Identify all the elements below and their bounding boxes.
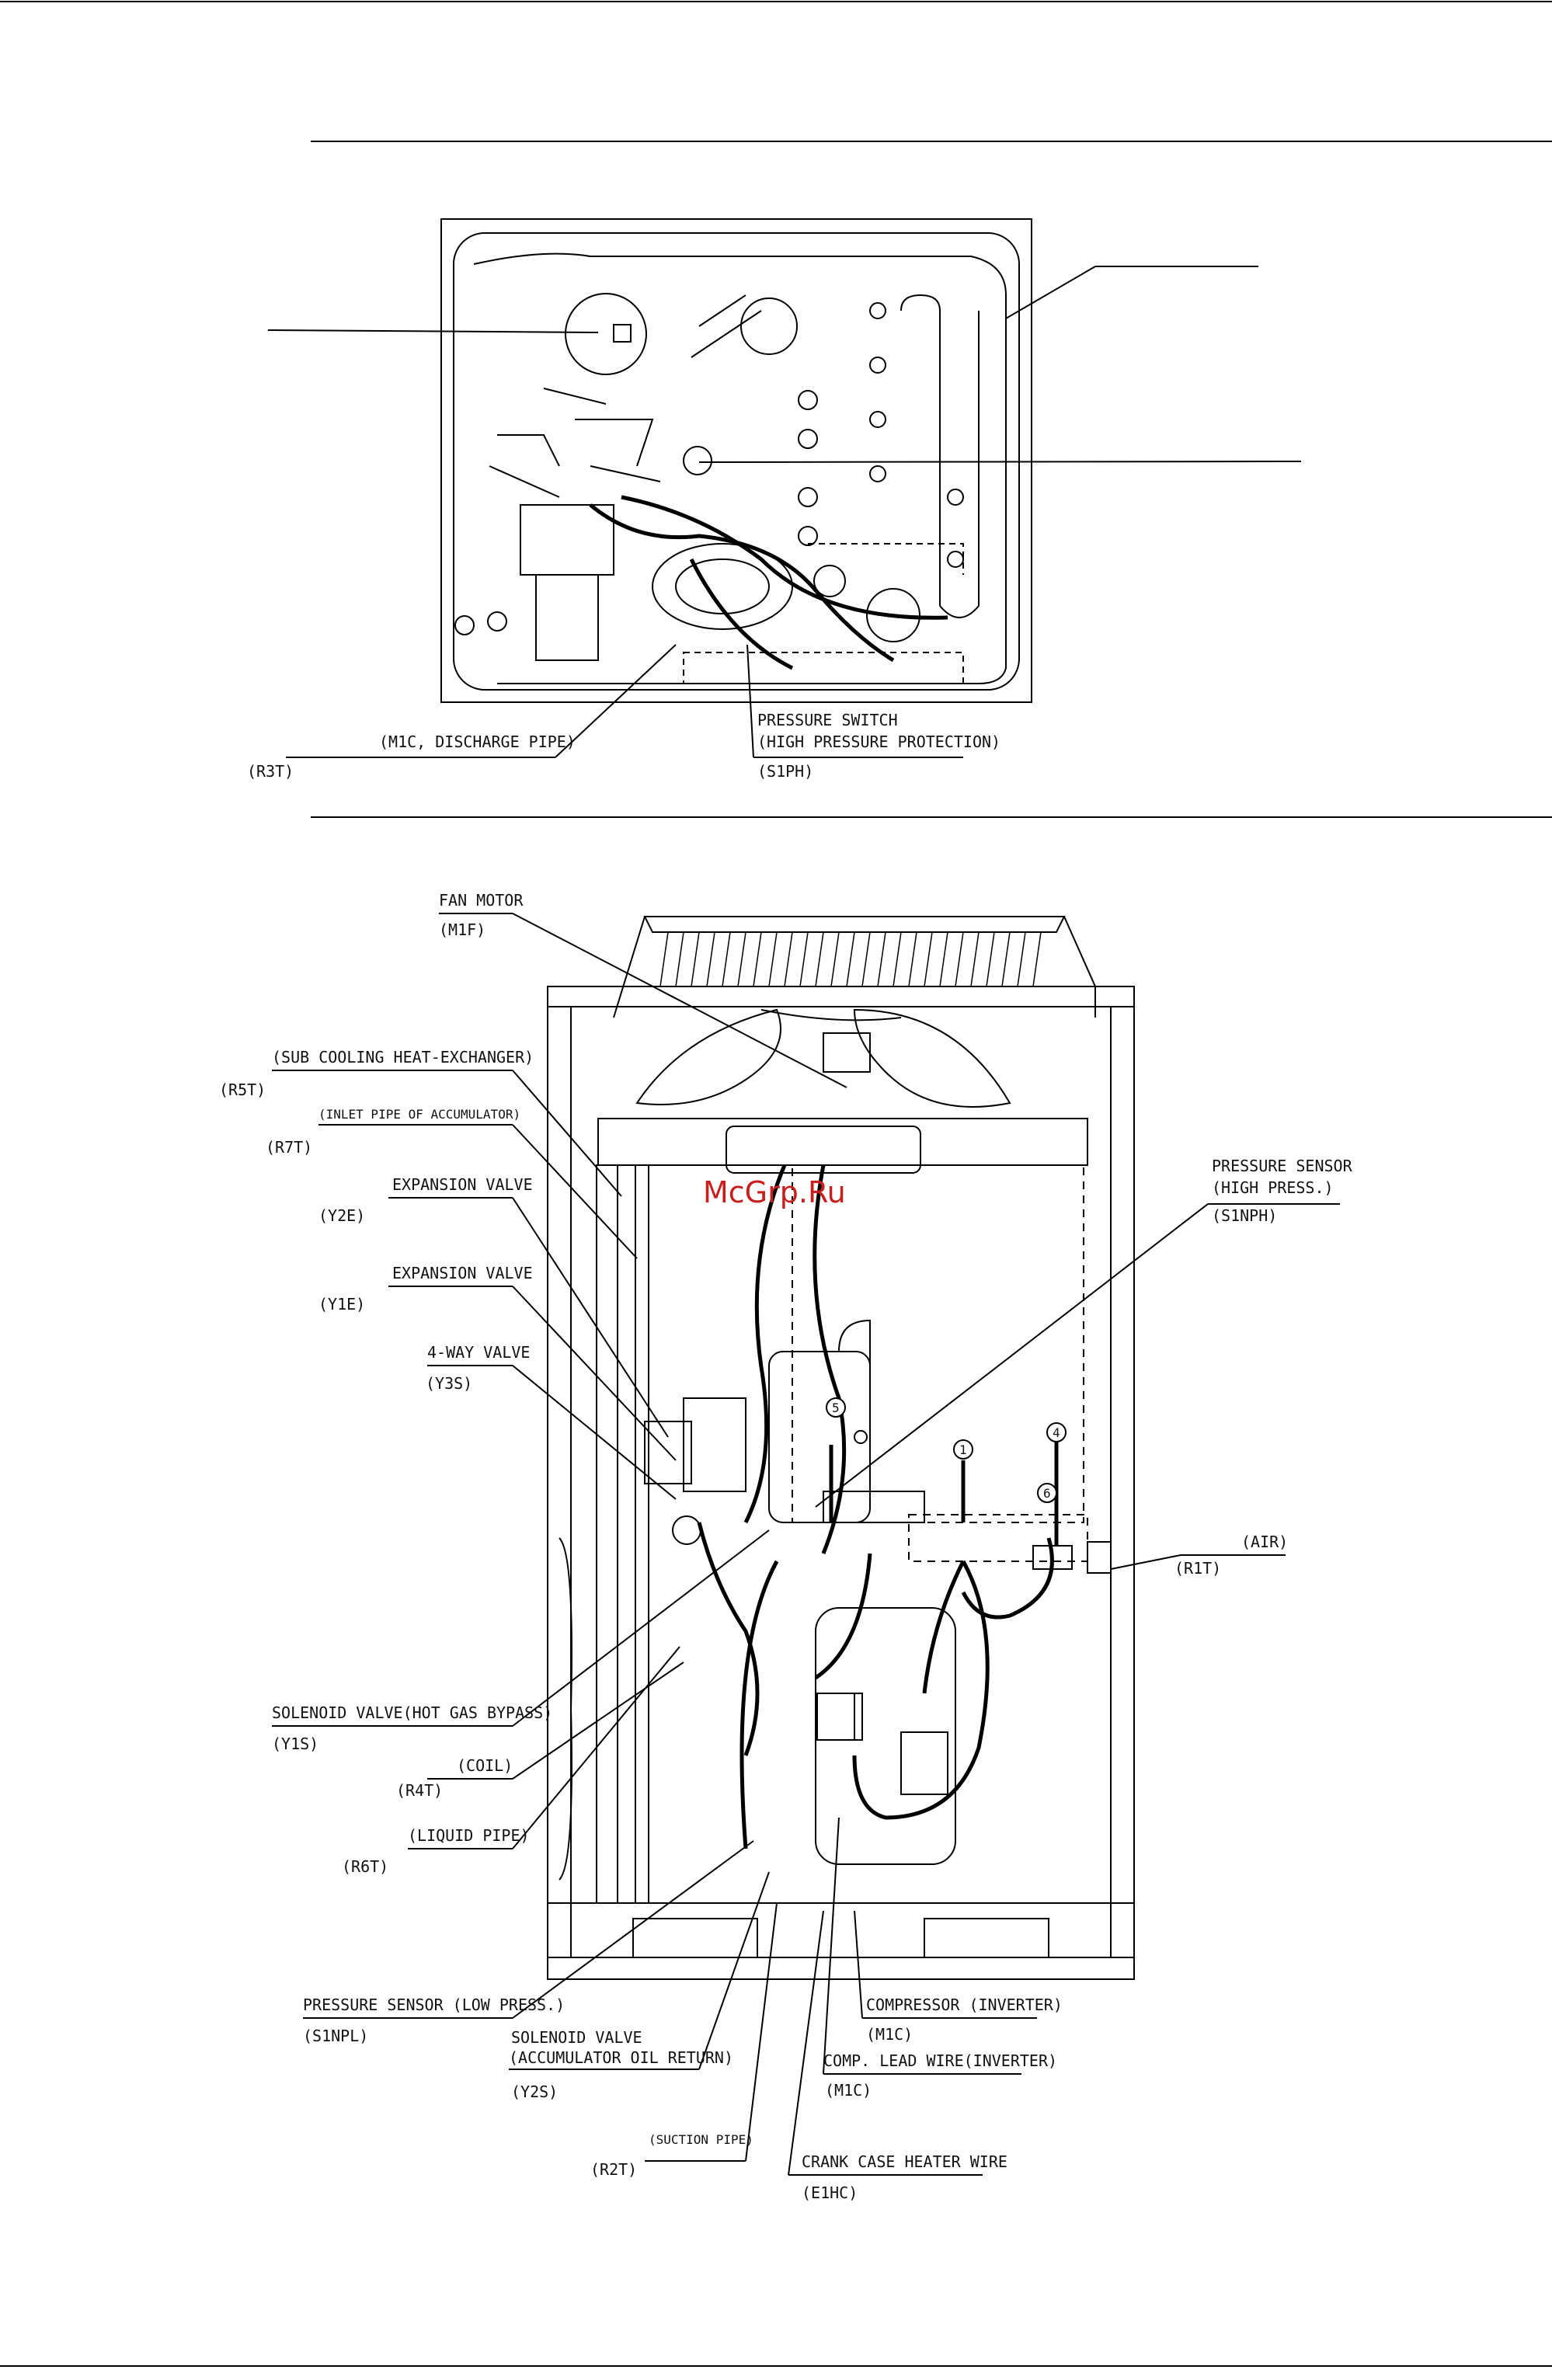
label-crank-case-heater: CRANK CASE HEATER WIRE [802, 2152, 1007, 2171]
label-m1c-a: (M1C) [866, 2025, 913, 2044]
marker-4: 4 [1053, 1425, 1060, 1440]
label-inlet-pipe: (INLET PIPE OF ACCUMULATOR) [318, 1107, 520, 1122]
label-pressure-sensor-high: PRESSURE SENSOR [1212, 1157, 1353, 1175]
label-r7t: (R7T) [266, 1138, 312, 1157]
label-expansion-valve-2: EXPANSION VALVE [392, 1264, 533, 1282]
label-r2t: (R2T) [590, 2160, 637, 2179]
label-r4t: (R4T) [396, 1781, 443, 1800]
label-s1npl: (S1NPL) [303, 2027, 368, 2045]
front-view-wires [697, 1164, 1059, 1849]
label-high-pressure-protection: (HIGH PRESSURE PROTECTION) [757, 732, 1000, 751]
top-view-wires [589, 495, 948, 670]
marker-5: 5 [832, 1401, 840, 1415]
label-suction-pipe: (SUCTION PIPE) [649, 2132, 753, 2147]
top-view-leaders [267, 266, 1302, 758]
front-view-drawing [547, 916, 1135, 1980]
label-s1ph: (S1PH) [757, 762, 813, 781]
label-m1c-b: (M1C) [825, 2081, 872, 2100]
label-y1s: (Y1S) [272, 1735, 318, 1753]
label-y1e: (Y1E) [318, 1295, 365, 1314]
label-y2s: (Y2S) [511, 2082, 558, 2101]
top-view-drawing [440, 218, 1032, 703]
label-pressure-switch: PRESSURE SWITCH [757, 711, 898, 729]
label-solenoid-hot-gas: SOLENOID VALVE(HOT GAS BYPASS) [272, 1703, 552, 1722]
marker-6: 6 [1043, 1486, 1051, 1501]
label-y2e: (Y2E) [318, 1206, 365, 1225]
label-m1f: (M1F) [439, 920, 485, 939]
label-fan-motor: FAN MOTOR [439, 891, 524, 910]
label-liquid-pipe: (LIQUID PIPE) [408, 1826, 530, 1845]
front-view-leaders [272, 913, 1340, 2176]
label-m1c-discharge-pipe: (M1C, DISCHARGE PIPE) [379, 732, 576, 751]
label-high-press: (HIGH PRESS.) [1212, 1178, 1334, 1197]
label-pressure-sensor-low: PRESSURE SENSOR (LOW PRESS.) [303, 1996, 565, 2014]
label-4-way-valve: 4-WAY VALVE [427, 1343, 530, 1362]
label-s1nph: (S1NPH) [1212, 1206, 1277, 1225]
label-r3t: (R3T) [247, 762, 294, 781]
watermark: McGrp.Ru [703, 1175, 846, 1209]
front-view-markers [826, 1397, 1067, 1503]
label-coil: (COIL) [457, 1756, 513, 1775]
label-sub-cooling: (SUB COOLING HEAT-EXCHANGER) [272, 1048, 534, 1066]
marker-1: 1 [959, 1442, 967, 1457]
label-e1hc: (E1HC) [802, 2183, 858, 2202]
label-r5t: (R5T) [219, 1080, 266, 1099]
label-y3s: (Y3S) [426, 1374, 472, 1393]
label-r6t: (R6T) [342, 1857, 388, 1876]
label-comp-lead-wire: COMP. LEAD WIRE(INVERTER) [823, 2051, 1057, 2070]
label-expansion-valve-1: EXPANSION VALVE [392, 1175, 533, 1194]
label-r1t: (R1T) [1174, 1559, 1221, 1578]
label-air: (AIR) [1241, 1533, 1288, 1551]
label-solenoid-valve: SOLENOID VALVE [511, 2028, 642, 2047]
label-compressor-inverter: COMPRESSOR (INVERTER) [866, 1996, 1063, 2014]
label-accumulator-oil-return: (ACCUMULATOR OIL RETURN) [509, 2048, 733, 2067]
